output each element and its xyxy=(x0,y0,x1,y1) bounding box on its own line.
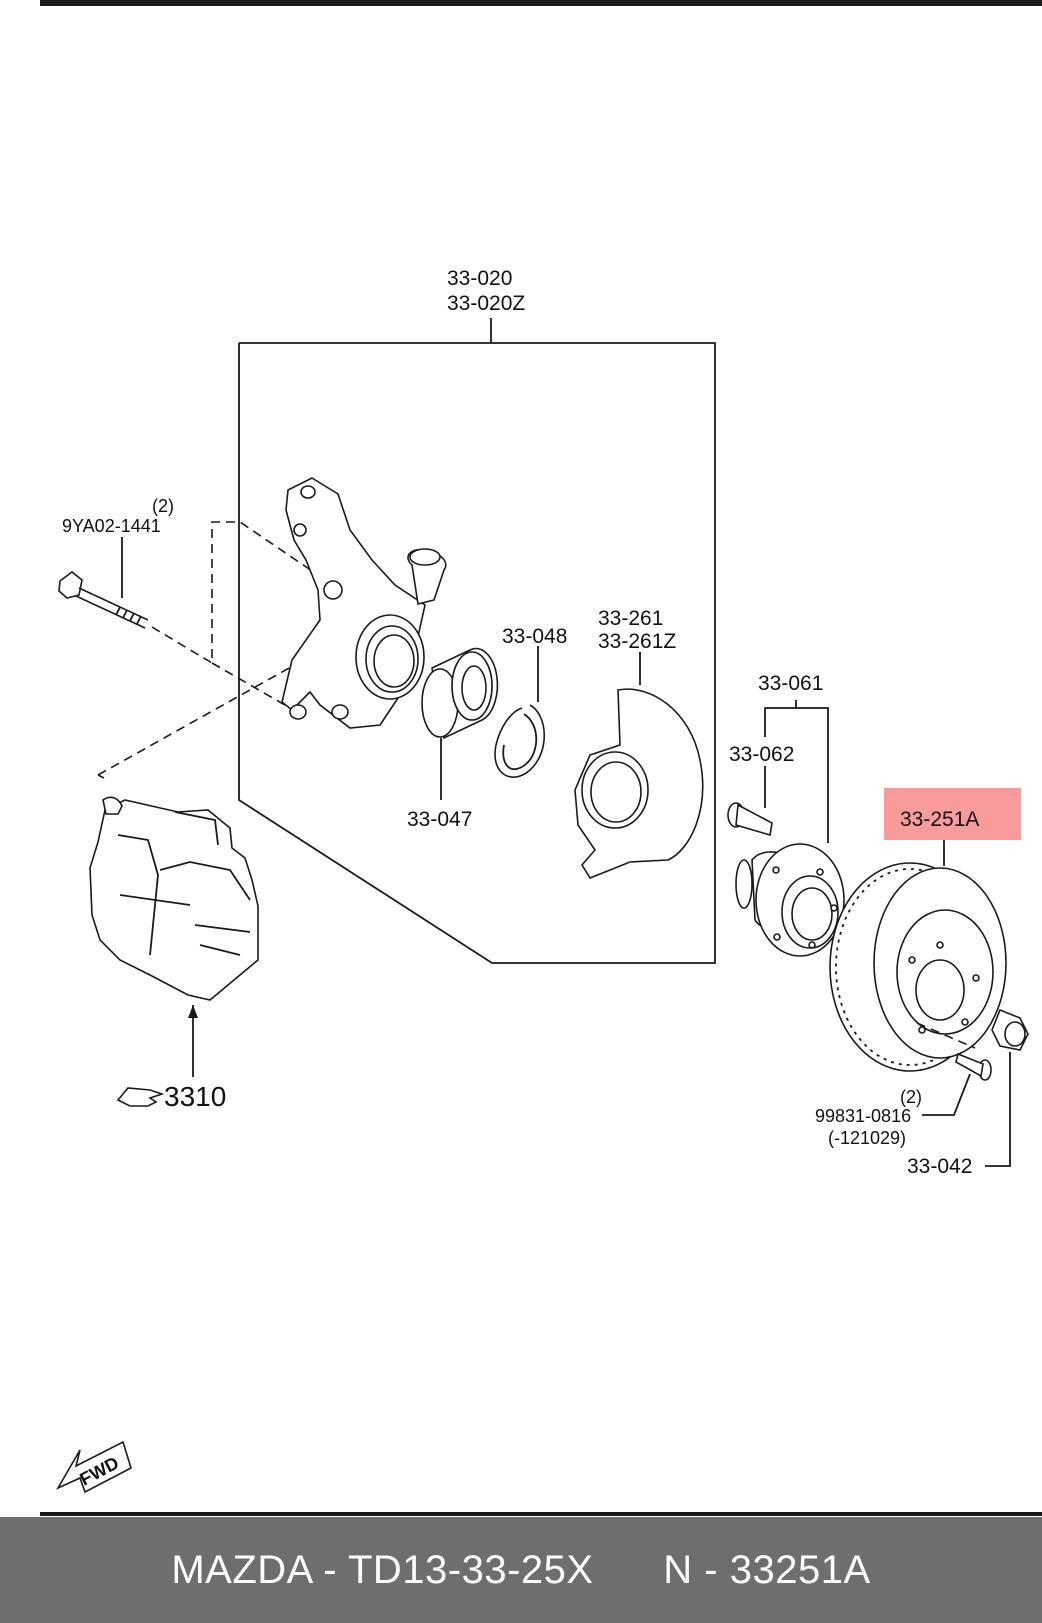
label-3310: 3310 xyxy=(164,1081,226,1112)
assembly-guide-lines xyxy=(97,521,376,779)
footer-part-numbers: MAZDA - TD13-33-25X N - 33251A xyxy=(171,1547,871,1592)
label-33-020z: 33-020Z xyxy=(447,292,525,315)
label-33-261: 33-261 xyxy=(598,607,663,630)
lock-nut xyxy=(991,1008,1029,1051)
label-9ya02-1441: 9YA02-1441 xyxy=(62,516,161,536)
label-33-261z: 33-261Z xyxy=(598,630,676,653)
top-border xyxy=(40,0,1042,6)
hand-pointer-icon xyxy=(116,1087,165,1107)
fwd-arrow-icon: FWD xyxy=(56,1440,132,1494)
steering-knuckle xyxy=(281,477,447,729)
hub-bracket xyxy=(764,700,829,843)
label-33-048: 33-048 xyxy=(502,625,567,648)
label-screw-qty: (2) xyxy=(900,1087,922,1107)
label-33-062: 33-062 xyxy=(729,743,794,766)
wheel-bearing xyxy=(421,647,499,740)
dust-cover xyxy=(574,688,704,879)
label-99831-0816: 99831-0816 xyxy=(815,1106,911,1126)
label-33-042: 33-042 xyxy=(907,1155,972,1178)
guide-disc-screw xyxy=(916,1022,976,1049)
label-bolt-qty: (2) xyxy=(152,496,174,516)
bottom-border xyxy=(40,1512,1042,1516)
label-33-020: 33-020 xyxy=(447,267,512,290)
label-screw-note: (-121029) xyxy=(828,1128,906,1148)
label-33-047: 33-047 xyxy=(407,808,472,831)
brake-disc xyxy=(829,862,1007,1072)
brake-caliper xyxy=(89,796,259,1001)
label-33-061: 33-061 xyxy=(758,672,823,695)
knuckle-assembly-bracket xyxy=(238,318,716,964)
label-33-251a: 33-251A xyxy=(900,808,979,831)
highlight-box xyxy=(884,788,1021,840)
footer-bar: MAZDA - TD13-33-25X N - 33251A xyxy=(0,1517,1042,1623)
hub-bolt xyxy=(727,802,773,837)
wheel-hub xyxy=(735,843,845,957)
snap-ring xyxy=(494,704,546,778)
disc-screw xyxy=(955,1052,992,1081)
leader-screw xyxy=(922,1073,971,1116)
knuckle-bolt xyxy=(58,570,149,629)
leader-lock-nut xyxy=(985,1052,1011,1167)
caliper-pointer xyxy=(188,1005,198,1077)
